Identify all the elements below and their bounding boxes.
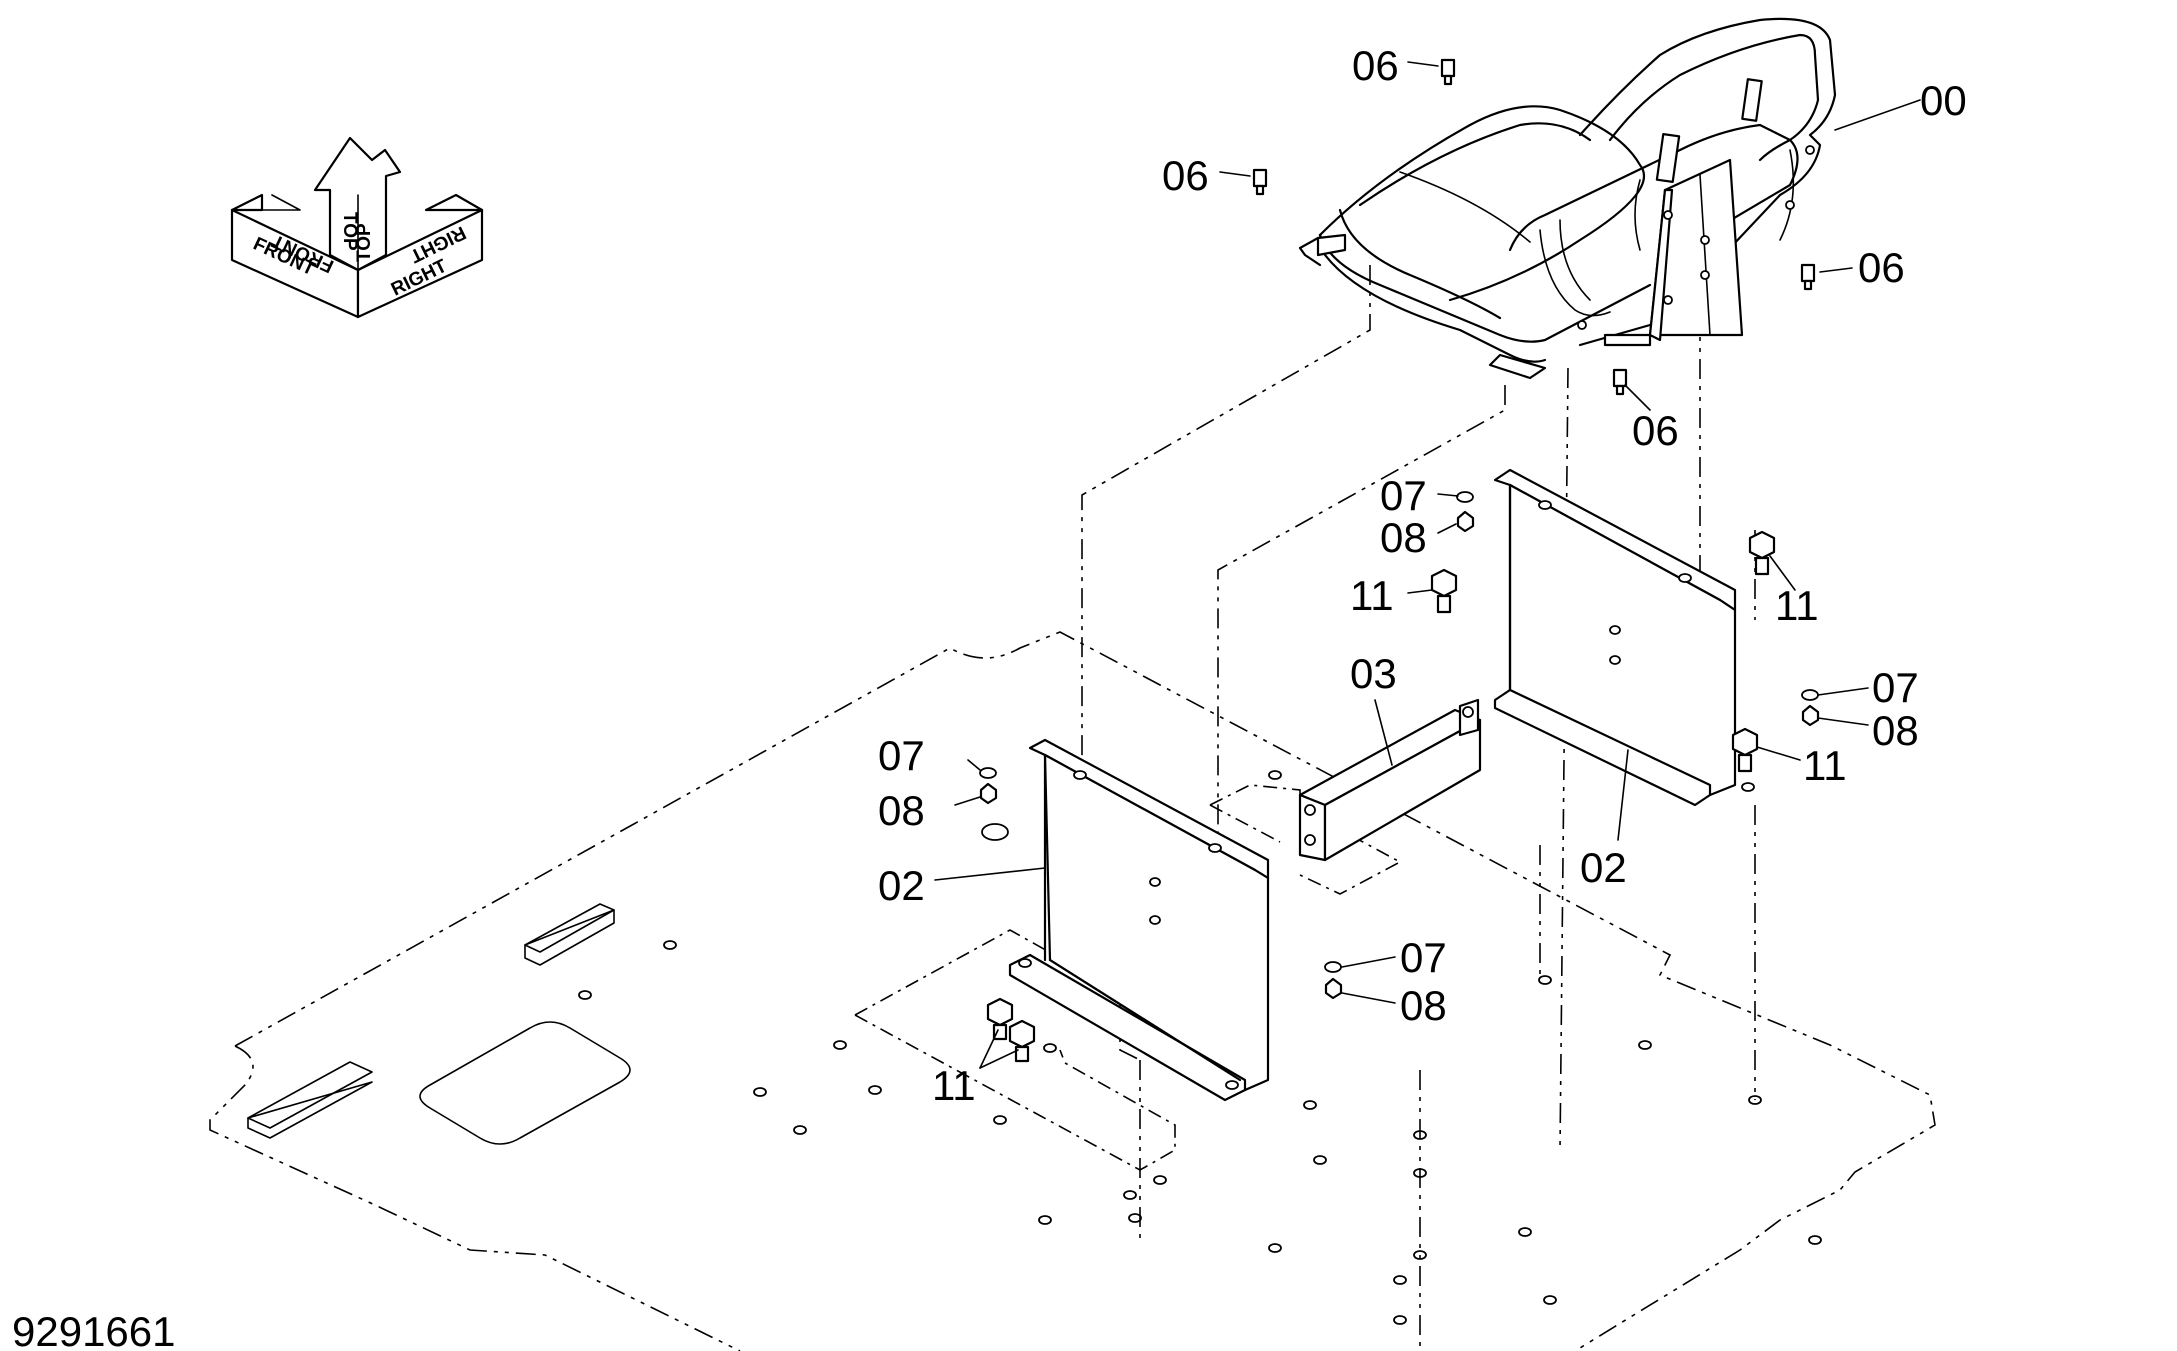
- washer-07-b: [1801, 689, 1819, 701]
- nut-08-b: [1801, 704, 1820, 727]
- washer-07-d: [1324, 961, 1342, 973]
- callout-06-bottom: 06: [1632, 407, 1679, 454]
- orientation-top-label: TOP: [339, 212, 360, 251]
- callout-06-right: 06: [1858, 244, 1905, 291]
- bracket-03: [1298, 698, 1482, 862]
- nut-08-c: [979, 782, 998, 805]
- callouts: 00 06 06 06 06 07 08 11 11 03 07 08 11 0…: [878, 42, 1967, 1109]
- bolt-06-a: [1440, 58, 1456, 86]
- nut-08-a: [1456, 510, 1475, 533]
- bracket-02-left: [1008, 738, 1270, 1102]
- callout-08-upper: 08: [1380, 514, 1427, 561]
- bolt-06-c: [1800, 263, 1816, 291]
- floor-holes: [578, 770, 1822, 1325]
- callout-02-left: 02: [878, 862, 925, 909]
- washer-07-c: [979, 767, 997, 779]
- seat-assembly: [1298, 17, 1837, 380]
- bolt-06-b: [1252, 168, 1268, 196]
- orientation-symbol: FRONT FRONT TOP TOP RIGHT RIGHT: [230, 136, 484, 319]
- bolt-11-d: [986, 997, 1014, 1041]
- callout-07-lower: 07: [1400, 934, 1447, 981]
- callout-07-left: 07: [878, 732, 925, 779]
- callout-07-upper: 07: [1380, 472, 1427, 519]
- callout-02-right: 02: [1580, 844, 1627, 891]
- orientation-top-label-mirror: TOP: [354, 223, 375, 262]
- callout-08-lower: 08: [1400, 982, 1447, 1029]
- callout-08-left: 08: [878, 787, 925, 834]
- bolt-06-d: [1612, 368, 1628, 396]
- bolt-11-a: [1430, 568, 1458, 614]
- nut-08-d: [1324, 977, 1343, 1000]
- callout-08-right: 08: [1872, 707, 1919, 754]
- bolt-11-c: [1731, 727, 1759, 773]
- callout-11-upper-left: 11: [1350, 572, 1394, 619]
- bolt-11-e: [1008, 1019, 1036, 1063]
- callout-11-upper-right: 11: [1775, 582, 1819, 629]
- callout-00: 00: [1920, 77, 1967, 124]
- leader-lines: [934, 61, 1921, 1069]
- callout-11-right: 11: [1803, 742, 1847, 789]
- bracket-02-right: [1493, 468, 1755, 807]
- callout-06-top: 06: [1352, 42, 1399, 89]
- drawing-number: 9291661: [12, 1308, 176, 1351]
- callout-06-left: 06: [1162, 152, 1209, 199]
- bolt-11-b: [1748, 530, 1776, 576]
- callout-07-right: 07: [1872, 664, 1919, 711]
- callout-03: 03: [1350, 650, 1397, 697]
- callout-11-lower: 11: [932, 1062, 976, 1109]
- floor-plate: [209, 631, 1936, 1351]
- washer-07-a: [1456, 491, 1474, 503]
